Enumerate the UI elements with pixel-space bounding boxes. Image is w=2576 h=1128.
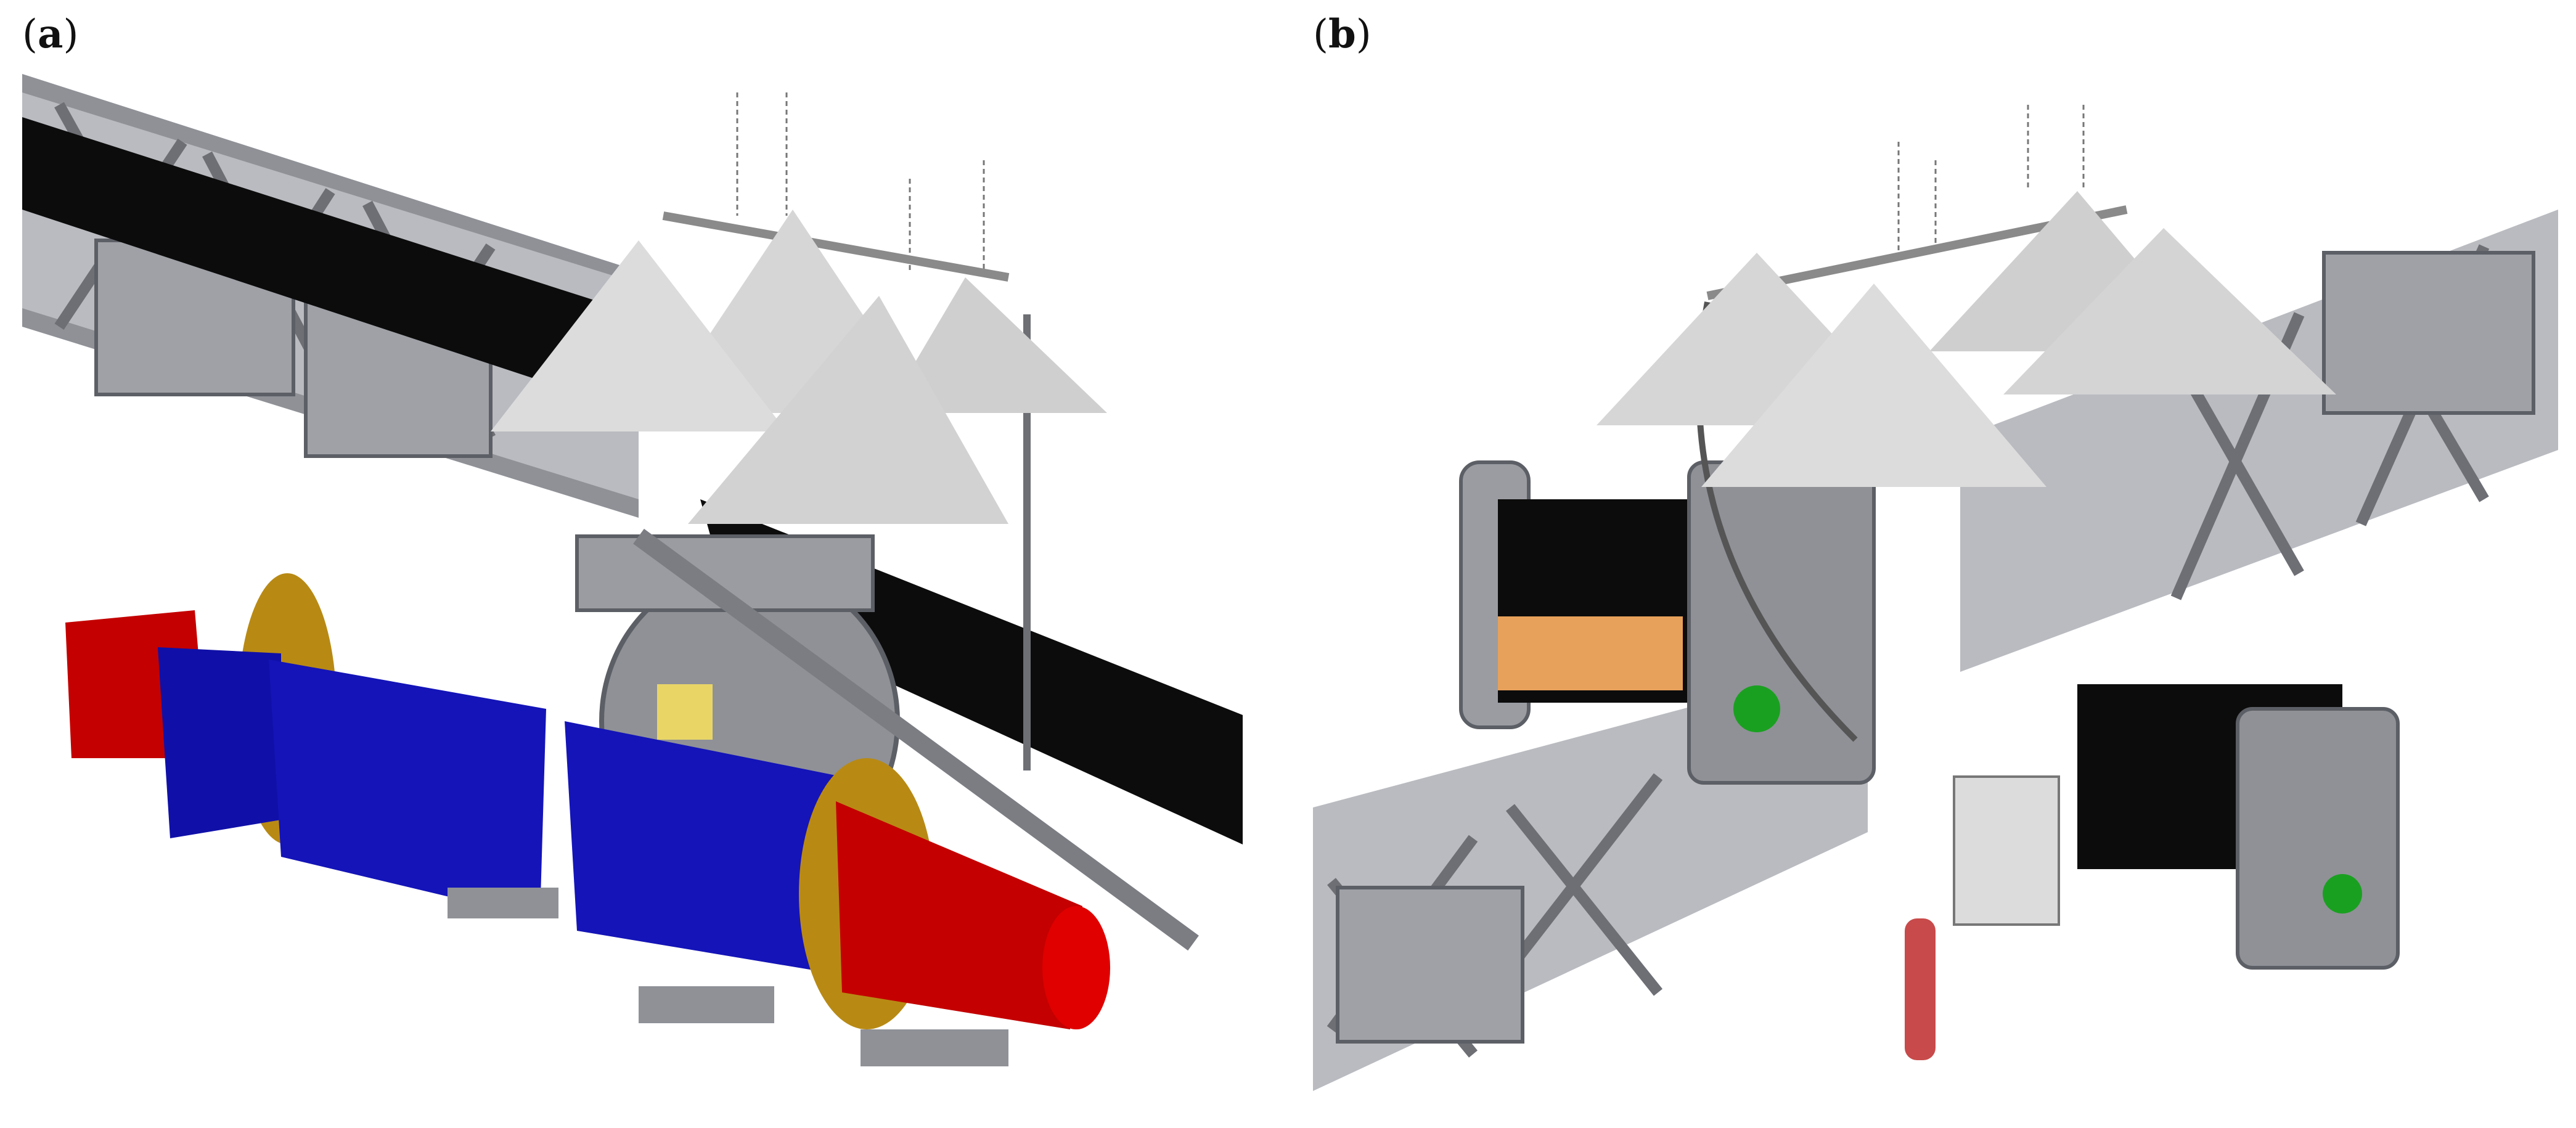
junction-box xyxy=(657,684,713,740)
pulley-station-rendering xyxy=(1313,105,2558,1091)
lower-pulley-station xyxy=(1905,684,2400,1060)
upper-pulley-station xyxy=(1459,460,1876,785)
conveyor-drive-rendering xyxy=(22,74,1243,1066)
panel-a-label: (a) xyxy=(22,11,79,57)
drive-unit-right xyxy=(565,721,1110,1066)
fire-extinguisher xyxy=(1905,918,1936,1060)
dust-cones xyxy=(491,92,1107,770)
upper-truss xyxy=(1960,210,2558,672)
drive-unit-left xyxy=(65,573,558,918)
dust-cones xyxy=(1597,105,2336,742)
panel-b-label: (b) xyxy=(1313,11,1372,57)
